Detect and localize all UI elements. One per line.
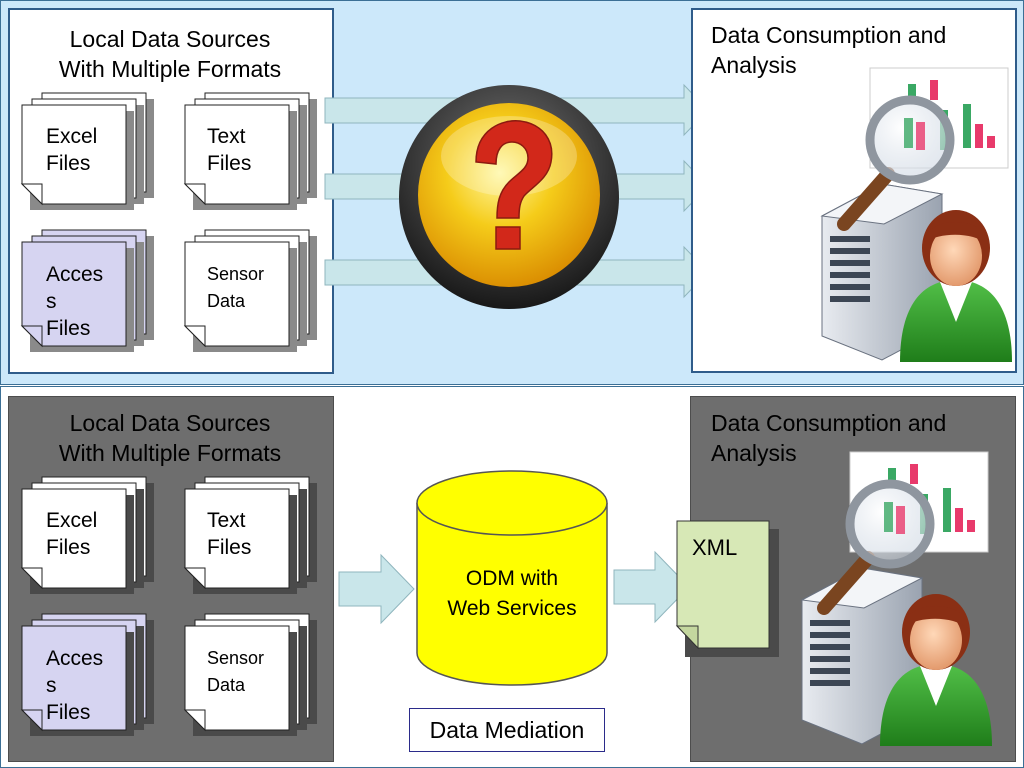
doc-label: Acces s Files: [46, 263, 104, 340]
bottom-doc-sensor[interactable]: Sensor Data: [183, 613, 321, 744]
bottom-sources-title: Local Data Sources With Multiple Formats: [58, 410, 282, 466]
question-mark-icon: [399, 85, 619, 309]
bottom-arrows: [338, 550, 690, 625]
doc-label: Text Files: [207, 125, 252, 175]
bottom-consumer-title: Data Consumption and Analysis: [711, 410, 947, 466]
bottom-doc-excel[interactable]: Excel Files: [20, 476, 158, 602]
xml-document-icon: [675, 520, 779, 657]
document-stack-icon: [183, 613, 317, 736]
top-doc-sensor[interactable]: Sensor Data: [183, 229, 321, 360]
document-stack-icon: [20, 476, 154, 594]
arrow-right-icon: [613, 550, 690, 624]
bottom-doc-text[interactable]: Text Files: [183, 476, 321, 602]
analyst-server-icon: [800, 450, 992, 750]
top-consumer-title: Data Consumption and Analysis: [711, 22, 947, 78]
document-stack-icon: [20, 229, 154, 352]
document-stack-icon: [183, 92, 317, 210]
doc-label: Excel Files: [46, 125, 98, 175]
doc-label: Sensor Data: [207, 264, 265, 311]
document-stack-icon: [20, 92, 154, 210]
database-cylinder-icon: [416, 470, 608, 686]
odm-label: ODM with Web Services: [447, 567, 577, 620]
data-mediation-label: Data Mediation: [409, 708, 605, 752]
doc-label: Text Files: [207, 509, 252, 559]
doc-label: Sensor Data: [207, 648, 265, 695]
document-stack-icon: [183, 476, 317, 594]
arrow-right-icon: [338, 553, 415, 625]
doc-label: Excel Files: [46, 509, 98, 559]
bottom-doc-access[interactable]: Acces s Files: [20, 613, 158, 744]
document-stack-icon: [20, 613, 154, 736]
analyst-server-icon: [820, 66, 1012, 366]
top-doc-access[interactable]: Acces s Files: [20, 229, 158, 360]
top-doc-excel[interactable]: Excel Files: [20, 92, 158, 218]
top-doc-text[interactable]: Text Files: [183, 92, 321, 218]
doc-label: Acces s Files: [46, 647, 104, 724]
top-sources-title: Local Data Sources With Multiple Formats: [58, 26, 282, 82]
xml-label: XML: [692, 535, 738, 560]
document-stack-icon: [183, 229, 317, 352]
